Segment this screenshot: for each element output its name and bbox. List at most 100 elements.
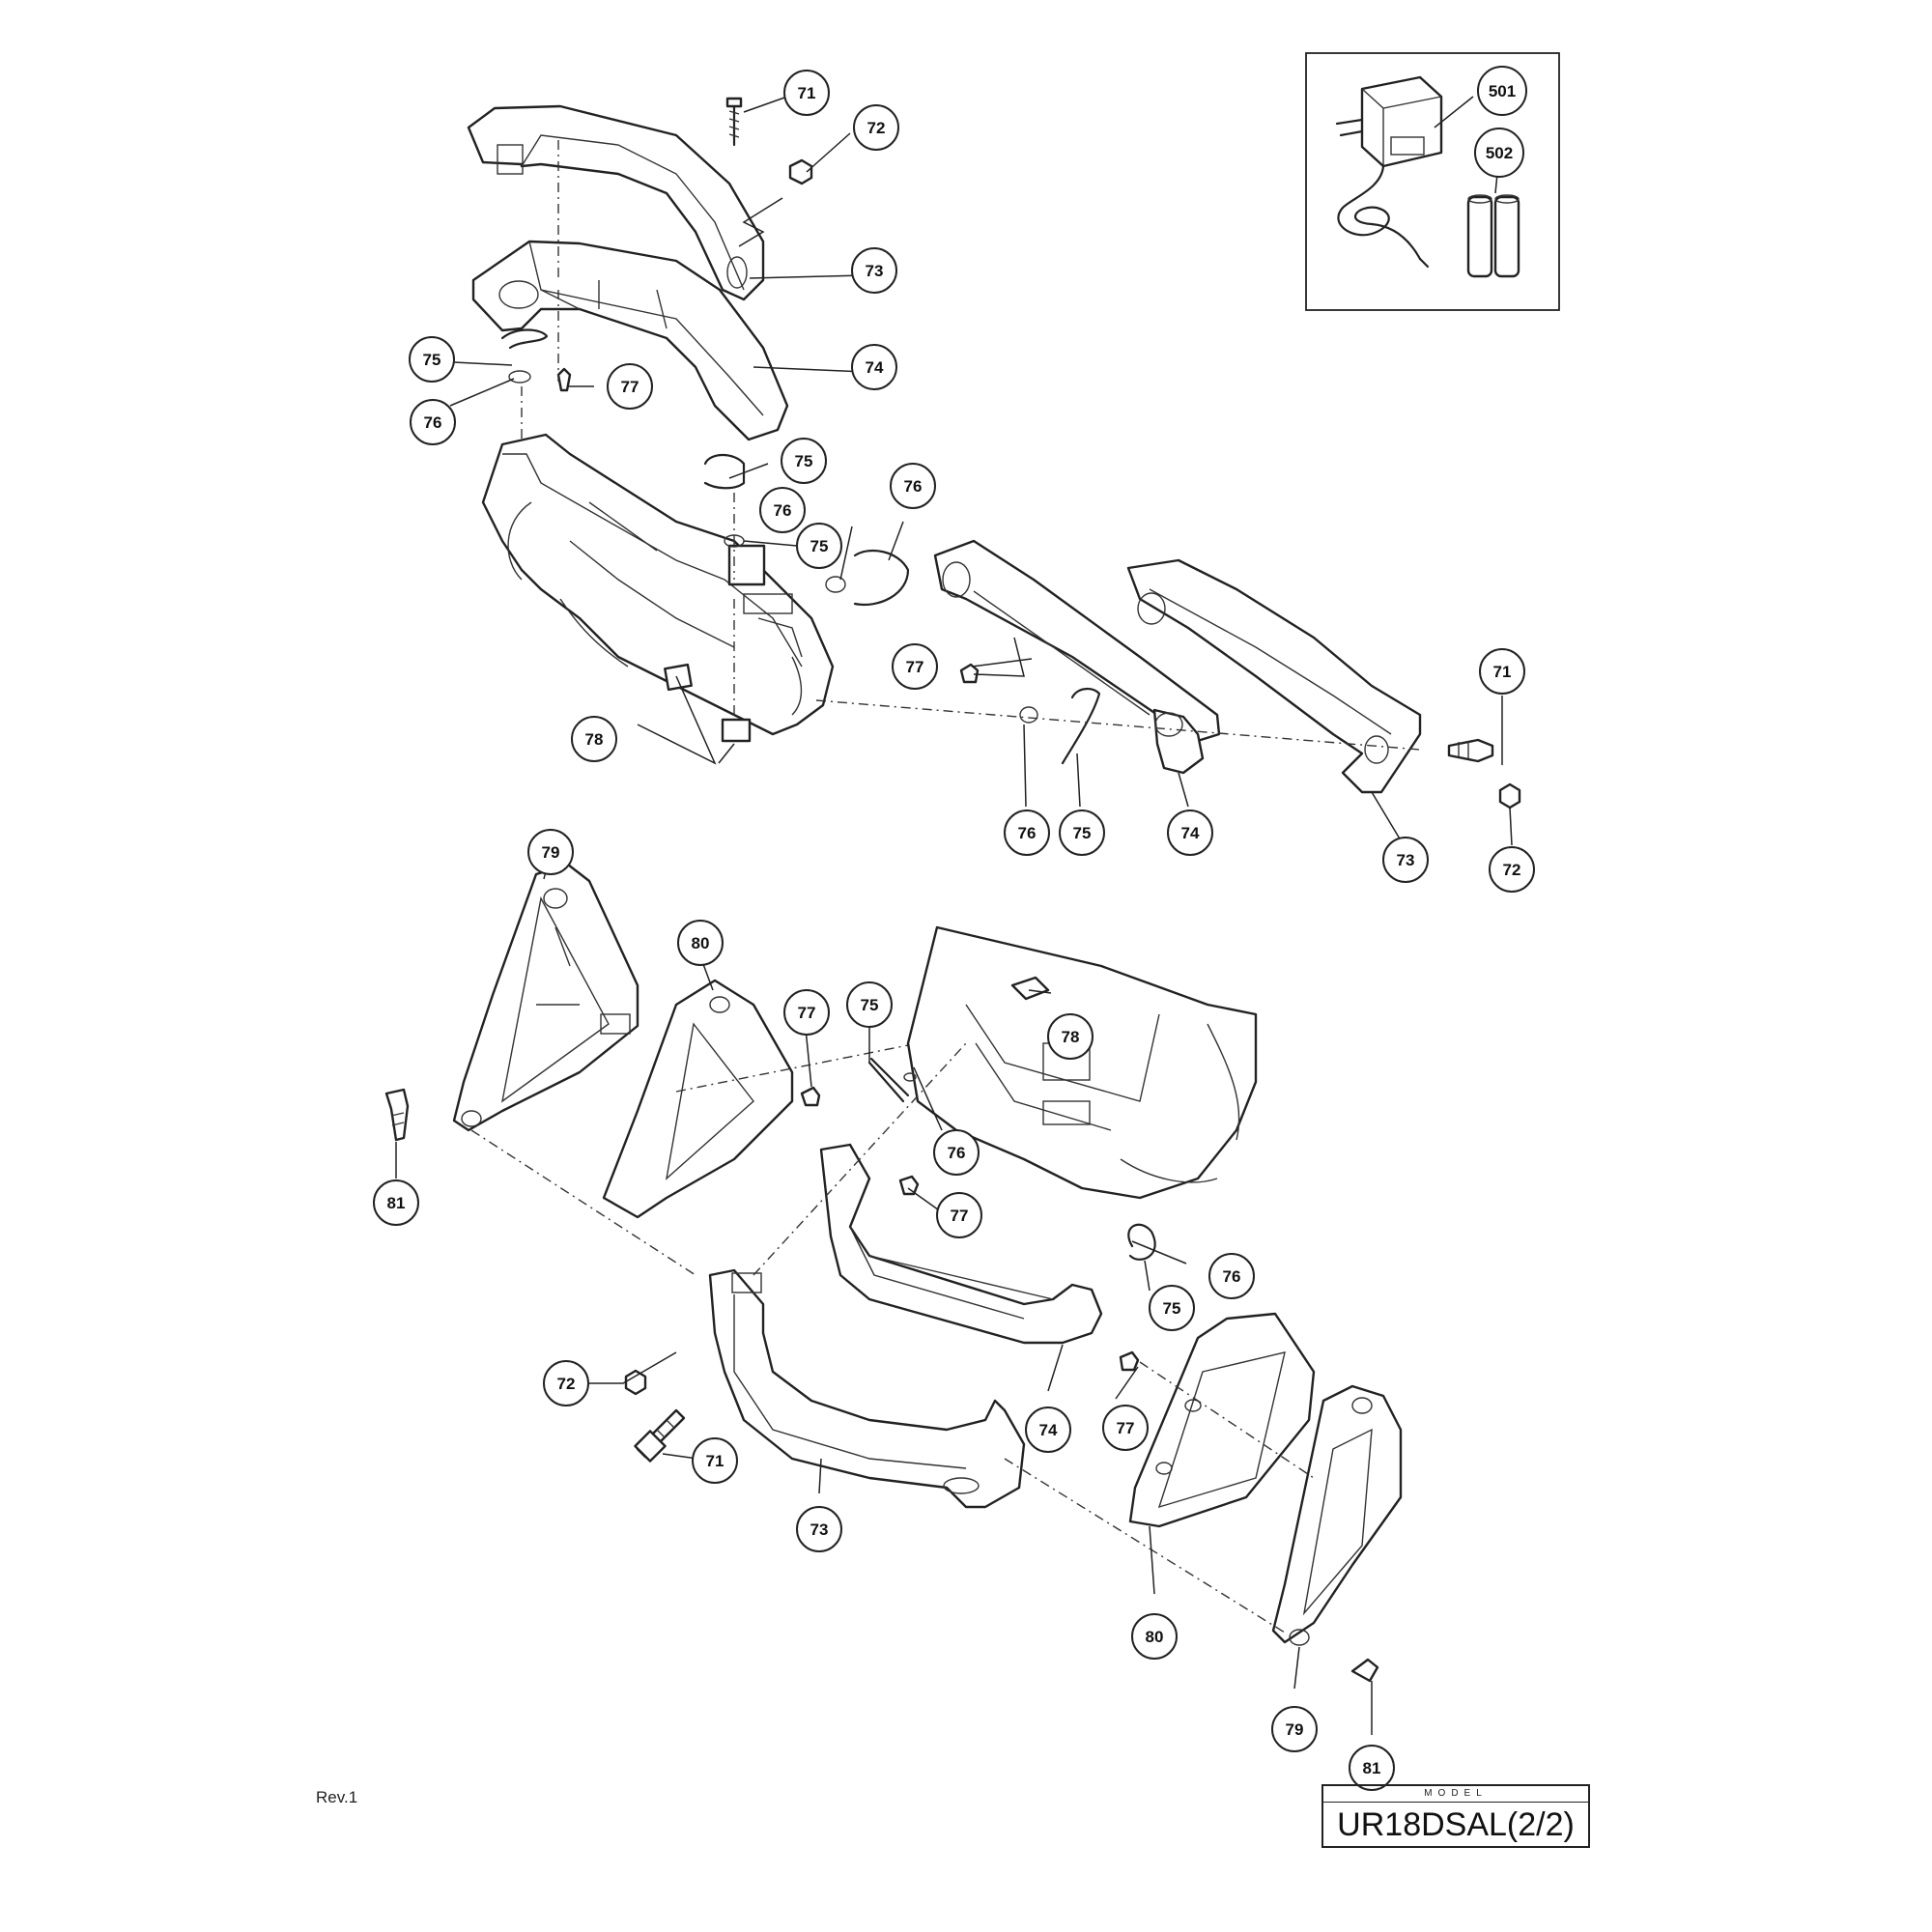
- callout-circle: [677, 920, 724, 966]
- callout-number: 73: [1397, 851, 1415, 869]
- callout-number: 76: [774, 501, 792, 520]
- callout-number: 75: [1073, 824, 1092, 842]
- callout-circle: [1149, 1285, 1195, 1331]
- callout-circle: [892, 643, 938, 690]
- callout-number: 79: [1286, 1720, 1304, 1739]
- callout-circle: [1208, 1253, 1255, 1299]
- callout-number: 74: [866, 358, 884, 377]
- callout-number: 79: [542, 843, 560, 862]
- callout-77: 77: [936, 1192, 982, 1238]
- callout-number: 80: [1146, 1628, 1164, 1646]
- callout-number: 75: [423, 351, 441, 369]
- callout-71: 71: [783, 70, 830, 116]
- callout-number: 75: [861, 996, 879, 1014]
- callout-77: 77: [1102, 1405, 1149, 1451]
- callout-circle: [846, 981, 893, 1028]
- callout-71: 71: [692, 1437, 738, 1484]
- leader-lines: [395, 96, 1513, 1735]
- callout-77: 77: [892, 643, 938, 690]
- callout-76: 76: [890, 463, 936, 509]
- callout-80: 80: [1131, 1613, 1178, 1660]
- lower-assembly: [384, 863, 1403, 1683]
- callout-circle: [1489, 846, 1535, 893]
- callout-75: 75: [1149, 1285, 1195, 1331]
- upper-main-body: [481, 433, 1101, 765]
- callout-bubbles: 71 72 73 74 75 77 76 75 76 76 75 77 78 76 75 74 71 73 72 50…: [373, 66, 1535, 1791]
- callout-number: 78: [1062, 1028, 1080, 1046]
- callout-72: 72: [1489, 846, 1535, 893]
- callout-circle: [936, 1192, 982, 1238]
- callout-circle: [1167, 810, 1213, 856]
- callout-79: 79: [1271, 1706, 1318, 1752]
- callout-number: 76: [948, 1144, 966, 1162]
- callout-77: 77: [607, 363, 653, 410]
- callout-76: 76: [1004, 810, 1050, 856]
- callout-72: 72: [853, 104, 899, 151]
- callout-number: 76: [424, 413, 442, 432]
- callout-circle: [851, 247, 897, 294]
- callout-78: 78: [571, 716, 617, 762]
- callout-501: 501: [1477, 66, 1527, 116]
- callout-number: 77: [621, 378, 639, 396]
- callout-73: 73: [851, 247, 897, 294]
- callout-76: 76: [1208, 1253, 1255, 1299]
- callout-circle: [781, 438, 827, 484]
- callout-number: 77: [951, 1207, 969, 1225]
- callout-circle: [796, 1506, 842, 1552]
- callout-circle: [851, 344, 897, 390]
- callout-number: 74: [1181, 824, 1200, 842]
- callout-number: 72: [867, 119, 886, 137]
- callout-circle: [1349, 1745, 1395, 1791]
- callout-76: 76: [933, 1129, 980, 1176]
- callout-number: 502: [1486, 144, 1513, 162]
- callout-number: 76: [1223, 1267, 1241, 1286]
- callout-number: 501: [1489, 82, 1516, 100]
- callout-circle: [607, 363, 653, 410]
- callout-circle: [543, 1360, 589, 1406]
- callout-77: 77: [783, 989, 830, 1036]
- callout-number: 81: [387, 1194, 406, 1212]
- side-handle-group: [815, 539, 1521, 810]
- battery-right: [1493, 194, 1520, 278]
- callout-circle: [796, 523, 842, 569]
- upper-handle-group: [467, 97, 813, 483]
- callout-80: 80: [677, 920, 724, 966]
- callout-number: 75: [810, 537, 829, 555]
- callout-circle: [527, 829, 574, 875]
- callout-circle: [759, 487, 806, 533]
- callout-circle: [692, 1437, 738, 1484]
- callout-circle: [853, 104, 899, 151]
- callout-number: 77: [906, 658, 924, 676]
- callout-number: 71: [706, 1452, 724, 1470]
- callout-74: 74: [1167, 810, 1213, 856]
- callout-72: 72: [543, 1360, 589, 1406]
- callout-circle: [1271, 1706, 1318, 1752]
- callout-75: 75: [781, 438, 827, 484]
- callout-number: 73: [810, 1520, 829, 1539]
- callout-502: 502: [1474, 128, 1524, 178]
- callout-number: 72: [1503, 861, 1521, 879]
- callout-75: 75: [1059, 810, 1105, 856]
- callout-number: 77: [798, 1004, 816, 1022]
- battery-left: [1466, 194, 1493, 278]
- callout-number: 75: [795, 452, 813, 470]
- revision-label: Rev.1: [316, 1788, 358, 1806]
- callout-75: 75: [846, 981, 893, 1028]
- callout-75: 75: [409, 336, 455, 383]
- callout-circle: [373, 1179, 419, 1226]
- callout-circle: [890, 463, 936, 509]
- callout-73: 73: [1382, 837, 1429, 883]
- callout-circle: [1047, 1013, 1094, 1060]
- callout-number: 76: [904, 477, 923, 496]
- callout-79: 79: [527, 829, 574, 875]
- callout-circle: [1382, 837, 1429, 883]
- callout-78: 78: [1047, 1013, 1094, 1060]
- callout-number: 76: [1018, 824, 1037, 842]
- callout-81: 81: [1349, 1745, 1395, 1791]
- callout-circle: [933, 1129, 980, 1176]
- model-number: UR18DSAL(2/2): [1337, 1806, 1575, 1843]
- callout-circle: [1479, 648, 1525, 695]
- callout-74: 74: [1025, 1406, 1071, 1453]
- callout-number: 71: [798, 84, 816, 102]
